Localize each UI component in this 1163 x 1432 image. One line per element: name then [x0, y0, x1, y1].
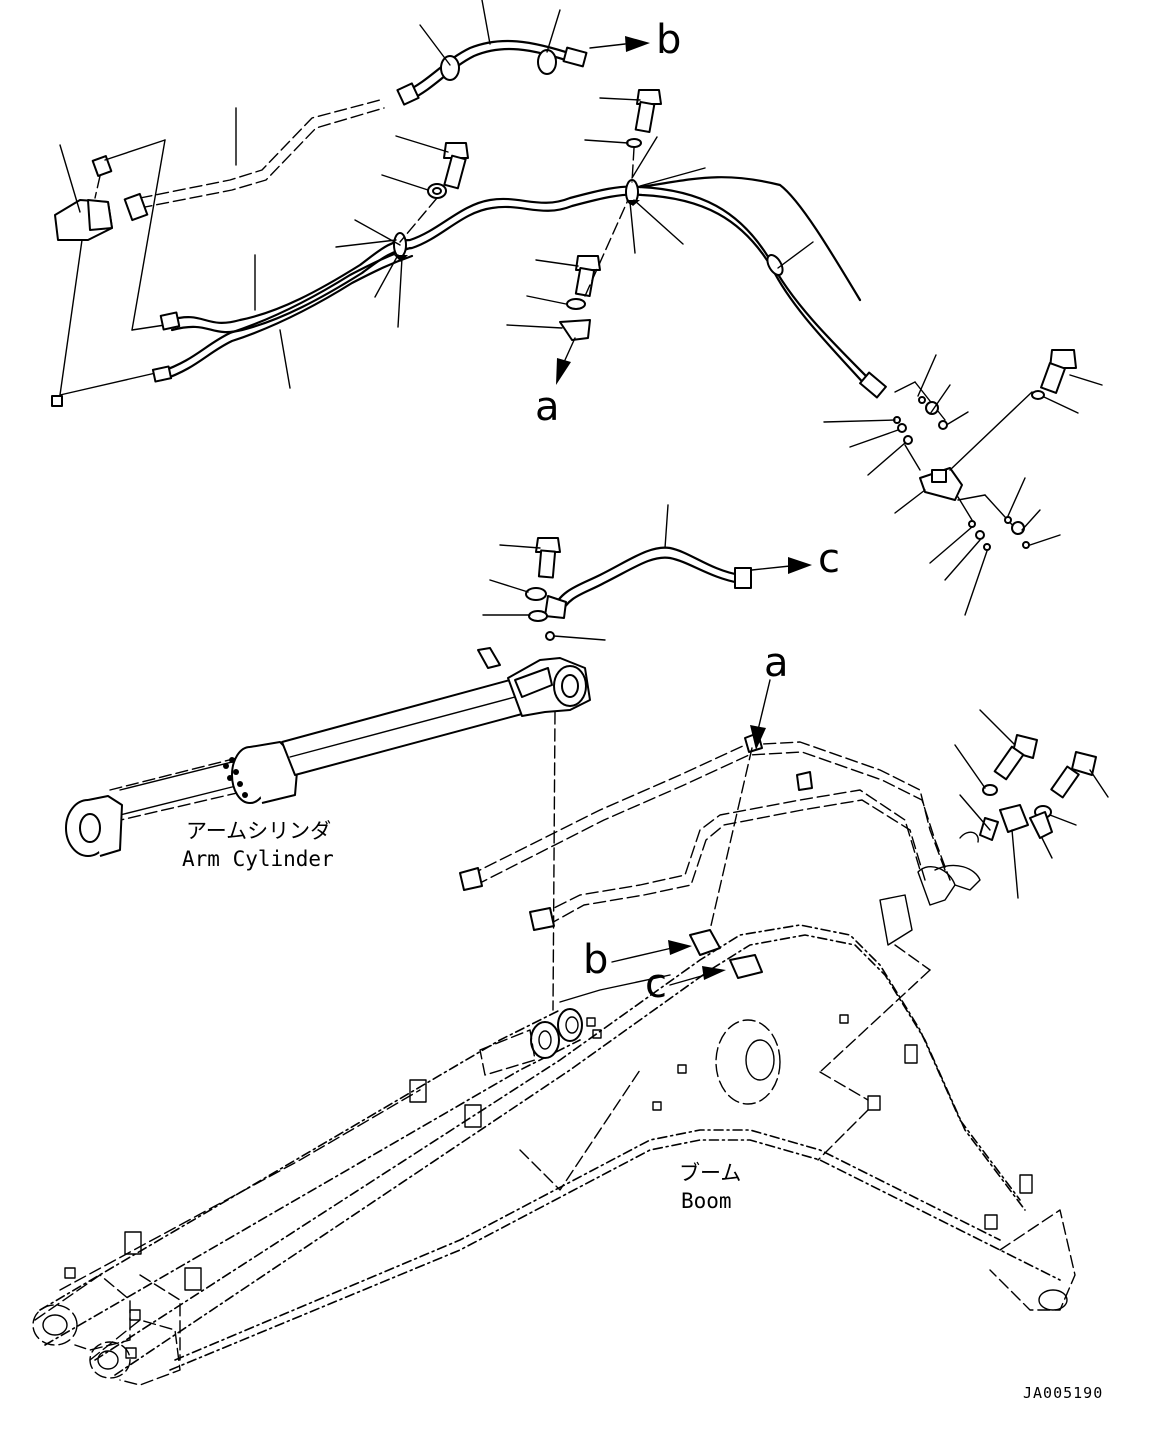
- callout-b-lower: b: [583, 937, 608, 983]
- clamp-assembly-right: [823, 349, 1103, 616]
- hose-top-to-b: [396, 0, 650, 106]
- pipes-lower-dashed: [459, 732, 981, 931]
- hose-middle-to-c: [482, 504, 812, 641]
- boom-label-jp: ブーム: [679, 1161, 741, 1185]
- arm-cylinder-label-en: Arm Cylinder: [182, 847, 334, 871]
- drawing-code: JA005190: [1023, 1384, 1103, 1402]
- callout-leaders-lower: [611, 679, 771, 986]
- arm-cylinder: [65, 647, 591, 1011]
- hose-main-double: [151, 136, 887, 399]
- arm-cylinder-label-jp: アームシリンダ: [186, 819, 331, 843]
- callout-c-mid: c: [818, 536, 840, 582]
- callout-a-lower: a: [764, 640, 789, 686]
- boom-label-en: Boom: [681, 1189, 732, 1213]
- callout-b-top: b: [656, 17, 681, 63]
- callout-c-lower: c: [645, 961, 667, 1007]
- bolt-set-lower-right: [954, 709, 1109, 899]
- boom: [32, 894, 1076, 1386]
- bolt-set-top-middle: [381, 89, 662, 385]
- pipe-top-dashed: [139, 99, 385, 209]
- callout-a-mid: a: [535, 384, 560, 430]
- valve-block-left: [51, 139, 166, 407]
